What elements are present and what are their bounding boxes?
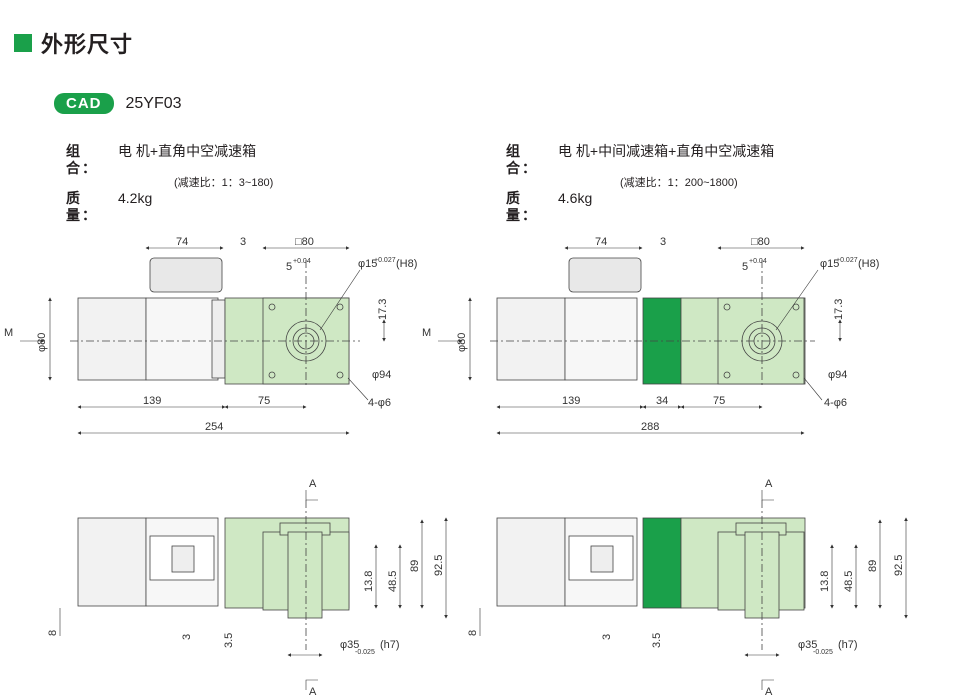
right-side-view [496, 500, 806, 650]
right-spec: 组 合： 电 机+中间减速箱+直角中空减速箱 (减速比：1：200~1800) 质… [506, 143, 774, 224]
model-number: 25YF03 [125, 94, 182, 112]
terminal-box [149, 257, 223, 293]
dim-13-8: 13.8 [363, 571, 375, 592]
dim-34: 34 [656, 395, 668, 407]
dim-M: M [422, 327, 431, 339]
right-front-labels: 74 3 □80 5 +0.04 φ15 +0.027 (H8) 17.3 M … [422, 236, 879, 433]
combo-value: 电 机+直角中空减速箱 [118, 143, 257, 159]
dim-5-tol: +0.04 [293, 258, 311, 265]
dim-phi80: φ80 [36, 333, 48, 352]
left-front-labels: 74 3 □80 5 +0.04 φ15 +0.027 (H8) 17.3 M … [4, 236, 417, 433]
ratio-note: (减速比：1：200~1800) [620, 177, 738, 189]
dim-bore-fit: (H8) [858, 258, 879, 270]
ratio-note: (减速比：1：3~180) [174, 177, 274, 189]
dim-M: M [4, 327, 13, 339]
motor-flange [145, 297, 219, 381]
dim-17: 17.3 [377, 299, 389, 320]
mass-key: 质 量： [506, 190, 538, 223]
dim-sq80: □80 [751, 236, 770, 248]
combo-value: 电 机+中间减速箱+直角中空减速箱 [558, 143, 775, 159]
dim-holes: 4-φ6 [368, 397, 391, 409]
dim-75: 75 [713, 395, 725, 407]
dim-holes: 4-φ6 [824, 397, 847, 409]
dim-139: 139 [562, 395, 580, 407]
dim-5: 5 [286, 261, 292, 273]
left-front-view [70, 257, 360, 388]
dim-3-5: 3.5 [223, 633, 235, 648]
section-a-bottom: A [765, 686, 773, 698]
left-front-dims [20, 246, 386, 435]
dim-8: 8 [47, 630, 59, 636]
section-header: 外形尺寸 [14, 28, 133, 58]
section-a-top: A [309, 478, 317, 490]
left-side-view [77, 500, 350, 650]
dim-139: 139 [143, 395, 161, 407]
dim-shaft-fit: (h7) [838, 639, 858, 651]
right-side-dims [479, 490, 908, 690]
dim-3b: 3 [601, 634, 613, 640]
dim-3b: 3 [181, 634, 193, 640]
green-square-icon [14, 34, 32, 52]
dim-254: 254 [205, 421, 223, 433]
dim-74: 74 [176, 236, 188, 248]
dim-74: 74 [595, 236, 607, 248]
dim-shaft: φ35 [340, 639, 359, 651]
dim-5-tol: +0.04 [749, 258, 767, 265]
dim-3: 3 [240, 236, 246, 248]
dim-shaft: φ35 [798, 639, 817, 651]
section-a-top: A [765, 478, 773, 490]
dim-8: 8 [467, 630, 479, 636]
dim-17: 17.3 [833, 299, 845, 320]
dim-bore: φ15 [358, 258, 377, 270]
combo-key: 组 合： [506, 143, 538, 176]
right-side-labels: A A 13.8 48.5 89 92.5 8 3 3.5 φ35 -0.025… [467, 478, 905, 698]
dim-sq80: □80 [295, 236, 314, 248]
right-front-view [490, 257, 815, 388]
dim-shaft-fit: (h7) [380, 639, 400, 651]
mass-value: 4.6kg [558, 190, 593, 206]
dim-92-5: 92.5 [433, 555, 445, 576]
dim-bore-tol: +0.027 [836, 257, 858, 264]
left-spec: 组 合： 电 机+直角中空减速箱 (减速比：1：3~180) 质 量： 4.2kg [66, 143, 273, 224]
left-side-dims [59, 490, 448, 690]
combo-key: 组 合： [66, 143, 98, 176]
dim-shaft-tol: -0.025 [813, 649, 833, 656]
dim-48-5: 48.5 [387, 571, 399, 592]
dim-288: 288 [641, 421, 659, 433]
dim-phi94: φ94 [372, 369, 391, 381]
dim-shaft-tol: -0.025 [355, 649, 375, 656]
dim-bore: φ15 [820, 258, 839, 270]
section-title: 外形尺寸 [41, 32, 134, 57]
dim-3-5: 3.5 [651, 633, 663, 648]
dim-48-5: 48.5 [843, 571, 855, 592]
dim-13-8: 13.8 [819, 571, 831, 592]
cad-badge[interactable]: CAD [54, 93, 114, 114]
dim-5: 5 [742, 261, 748, 273]
dim-92-5: 92.5 [893, 555, 905, 576]
dim-bore-fit: (H8) [396, 258, 417, 270]
dim-phi80: φ80 [456, 333, 468, 352]
dim-bore-tol: +0.027 [374, 257, 396, 264]
section-a-bottom: A [309, 686, 317, 698]
left-side-labels: A A 13.8 48.5 89 92.5 8 3 3.5 φ35 -0.025… [47, 478, 445, 698]
dim-phi94: φ94 [828, 369, 847, 381]
dim-89: 89 [867, 560, 879, 572]
cad-row: CAD 25YF03 [54, 93, 182, 114]
mass-value: 4.2kg [118, 190, 153, 206]
dim-3: 3 [660, 236, 666, 248]
right-front-dims [438, 246, 842, 435]
mass-key: 质 量： [66, 190, 98, 223]
dim-89: 89 [409, 560, 421, 572]
dim-75: 75 [258, 395, 270, 407]
motor-body [77, 297, 147, 381]
